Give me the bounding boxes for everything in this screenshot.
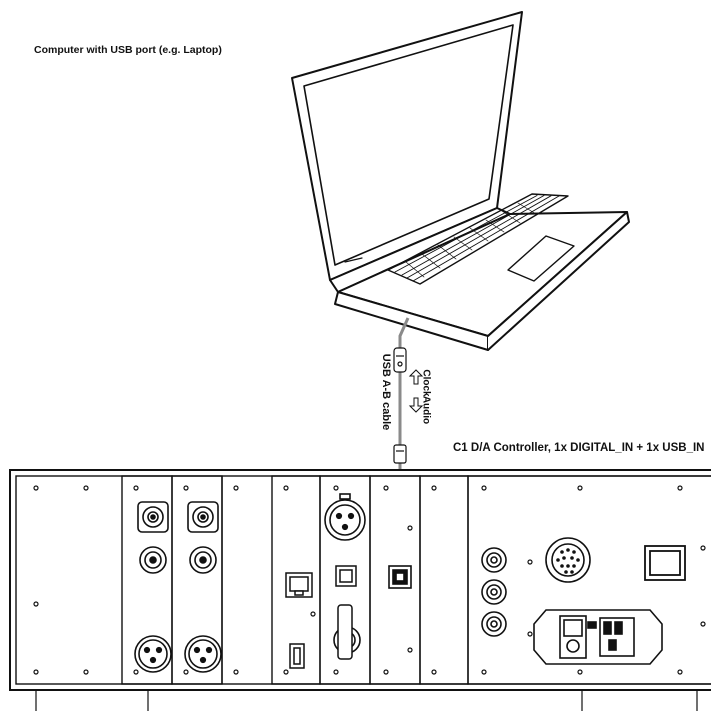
- optical-port-icon: [335, 565, 357, 660]
- iec-power-inlet-icon: [533, 609, 663, 665]
- computer-label: Computer with USB port (e.g. Laptop): [34, 44, 222, 56]
- laptop-icon: [291, 11, 630, 351]
- clock-arrow-icon: [408, 369, 424, 385]
- multipin-connector-icon: [545, 537, 591, 583]
- xlr-connector-icon: [134, 493, 366, 673]
- usb-a-port-icon: [289, 643, 305, 669]
- audio-arrow-icon: [408, 397, 424, 413]
- bnc-connector-icon: [137, 501, 361, 654]
- usb-cable: [393, 317, 424, 510]
- usb-b-plug-icon: [393, 444, 407, 464]
- panel-screws: [33, 485, 706, 675]
- clock-label: Clock: [420, 369, 432, 397]
- cable-label: USB A-B cable: [380, 353, 392, 431]
- audio-label: Audio: [420, 395, 432, 425]
- usb-a-plug-icon: [393, 347, 407, 373]
- ethernet-port-icon: [285, 572, 313, 598]
- power-switch-icon: [644, 545, 686, 581]
- controller-label: C1 D/A Controller, 1x DIGITAL_IN + 1x US…: [453, 442, 705, 454]
- rca-jack-icon: [481, 547, 507, 637]
- usb-b-port-icon: [388, 565, 412, 589]
